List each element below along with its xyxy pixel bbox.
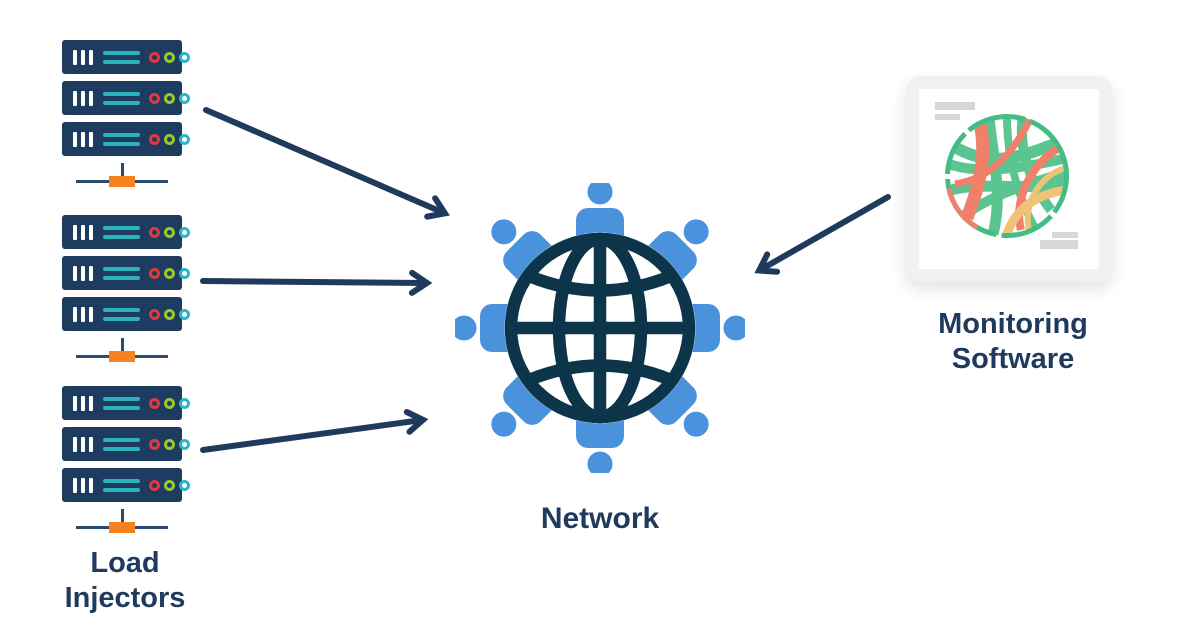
network-switch-connector-icon: [62, 509, 182, 538]
monitoring-label-line1: Monitoring: [938, 308, 1088, 340]
server-led-icons: [149, 308, 190, 320]
server-vents-icon: [73, 265, 93, 281]
monitoring-screenshot: [919, 89, 1099, 269]
server-vents-icon: [73, 477, 93, 493]
load-injectors-label: Load Injectors: [10, 546, 240, 617]
server-led-icons: [149, 133, 190, 145]
network-switch-connector-icon: [62, 163, 182, 192]
orange-plug-icon: [109, 522, 135, 533]
chord-diagram-icon: [944, 114, 1069, 238]
server-led-icons: [149, 479, 190, 491]
server-vents-icon: [73, 395, 93, 411]
server-icon: [62, 468, 190, 502]
load-injector-stack-1: [62, 40, 190, 192]
load-injectors-label-line2: Injectors: [64, 582, 186, 615]
server-icon: [62, 297, 190, 331]
load-injector-stack-2: [62, 215, 190, 367]
server-drive-lines-icon: [103, 132, 140, 146]
server-led-icons: [149, 51, 190, 63]
arrow-stack2-to-network: [200, 269, 433, 296]
monitoring-software-label: Monitoring Software: [880, 307, 1146, 378]
placeholder-title-bar: [935, 102, 975, 110]
server-icon: [62, 386, 190, 420]
server-drive-lines-icon: [103, 266, 140, 280]
server-led-icons: [149, 397, 190, 409]
arrow-monitoring-to-network: [754, 194, 891, 275]
server-vents-icon: [73, 90, 93, 106]
arrow-stack1-to-network: [203, 107, 450, 220]
placeholder-legend-bar: [1040, 240, 1078, 249]
server-vents-icon: [73, 306, 93, 322]
server-led-icons: [149, 438, 190, 450]
network-label: Network: [457, 501, 743, 538]
network-label-text: Network: [540, 502, 660, 535]
network-switch-connector-icon: [62, 338, 182, 367]
network-globe-icon: [455, 183, 745, 473]
server-drive-lines-icon: [103, 91, 140, 105]
server-drive-lines-icon: [103, 50, 140, 64]
server-drive-lines-icon: [103, 307, 140, 321]
server-led-icons: [149, 92, 190, 104]
monitoring-label-line2: Software: [951, 343, 1075, 376]
arrow-stack3-to-network: [200, 408, 429, 453]
server-led-icons: [149, 267, 190, 279]
server-vents-icon: [73, 49, 93, 65]
orange-plug-icon: [109, 176, 135, 187]
server-vents-icon: [73, 131, 93, 147]
server-led-icons: [149, 226, 190, 238]
placeholder-legend-bar: [1052, 232, 1078, 238]
monitoring-software-card: [906, 76, 1112, 282]
user-icons-ring: [455, 183, 745, 473]
load-injectors-label-line1: Load: [90, 547, 160, 579]
load-injector-stack-3: [62, 386, 190, 538]
placeholder-subtitle-bar: [935, 114, 960, 120]
server-drive-lines-icon: [103, 396, 140, 410]
server-vents-icon: [73, 224, 93, 240]
server-drive-lines-icon: [103, 478, 140, 492]
globe-wireframe-icon: [504, 232, 696, 424]
server-vents-icon: [73, 436, 93, 452]
server-drive-lines-icon: [103, 225, 140, 239]
orange-plug-icon: [109, 351, 135, 362]
server-icon: [62, 427, 190, 461]
server-icon: [62, 215, 190, 249]
server-icon: [62, 122, 190, 156]
server-drive-lines-icon: [103, 437, 140, 451]
server-icon: [62, 81, 190, 115]
server-icon: [62, 256, 190, 290]
server-icon: [62, 40, 190, 74]
